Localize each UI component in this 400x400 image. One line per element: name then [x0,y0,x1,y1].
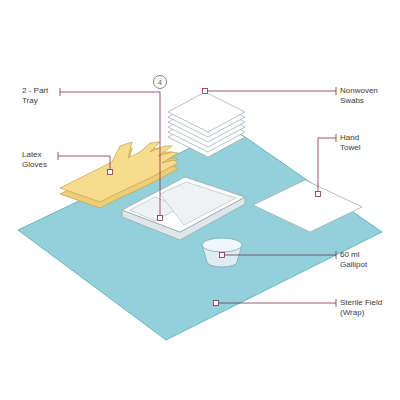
part-label: 60 ml Gallipot [340,250,380,269]
sterile-field [18,128,382,340]
part-label: Latex Gloves [22,150,56,169]
hand-towel [253,180,362,232]
gallipot [202,238,242,267]
swab-stack [168,92,245,157]
part-label: Sterile Field (Wrap) [340,298,392,317]
two-part-tray [122,177,245,240]
callout-number: 4 [154,79,166,86]
part-label: 2 - Part Tray [22,86,60,105]
part-label: Hand Towel [340,133,374,152]
leader-lines [58,87,336,307]
part-label: Nonwoven Swabs [340,86,390,105]
leader-markers [108,89,321,306]
quantity-icon [154,76,167,89]
